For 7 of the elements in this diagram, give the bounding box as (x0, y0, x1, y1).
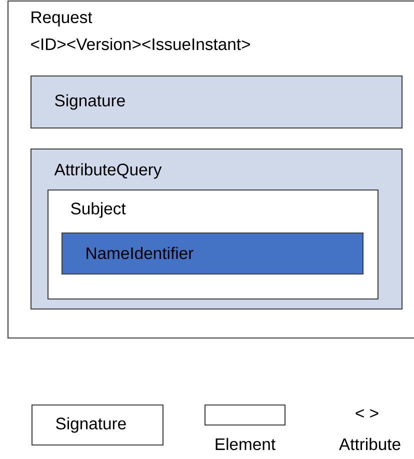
name-identifier-box: NameIdentifier (61, 232, 364, 275)
box-caption: Element (216, 438, 276, 450)
signature-box: Signature (30, 75, 403, 129)
element-sample-box (204, 404, 286, 426)
attribute-sign: < > (356, 409, 378, 418)
signature-box: Signature (31, 404, 164, 446)
attribute-label: Attribute (339, 438, 400, 450)
